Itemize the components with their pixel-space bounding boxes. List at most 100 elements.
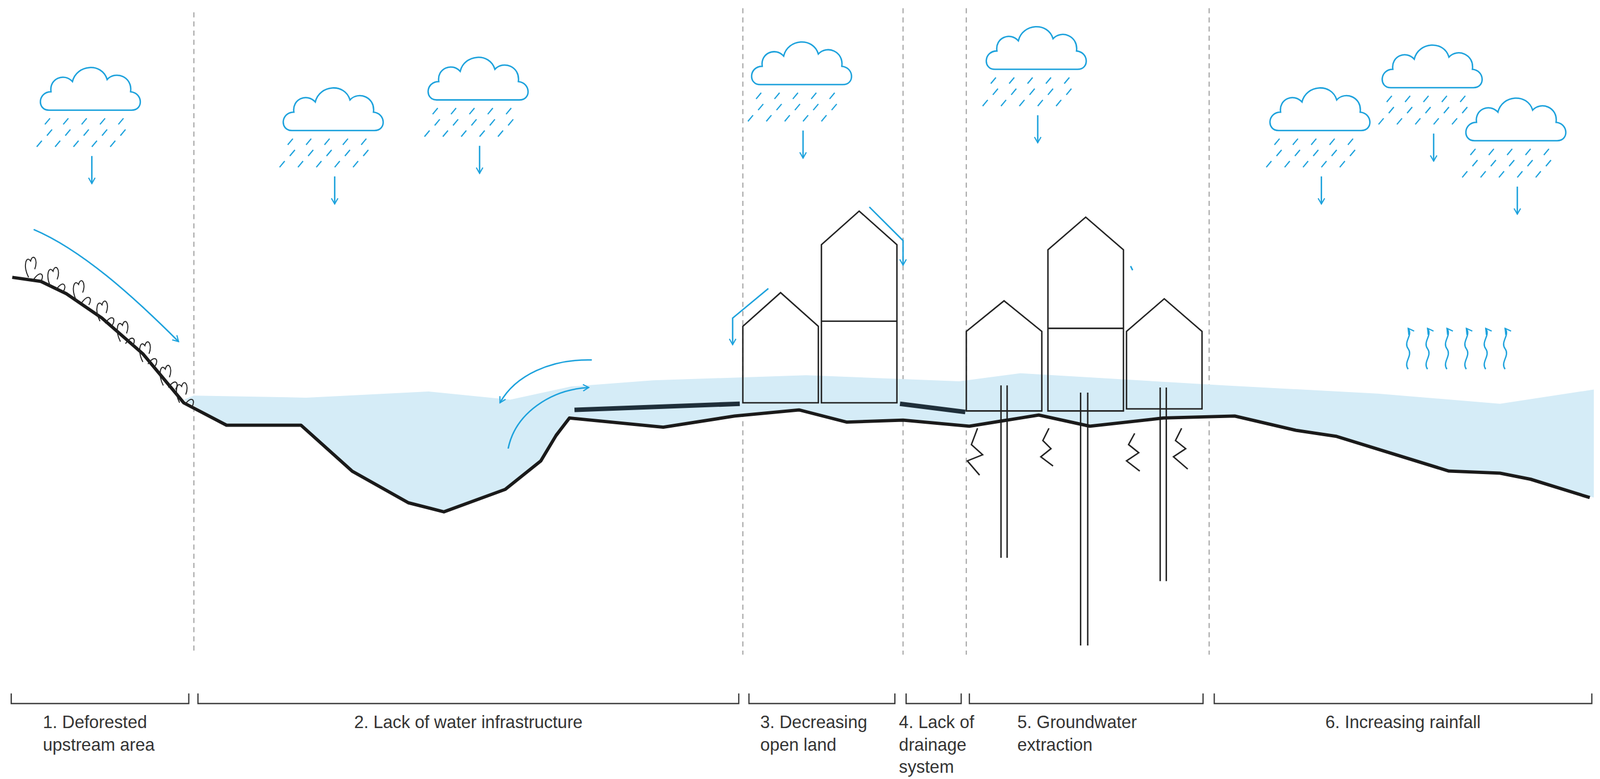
rain-dash [1064,77,1070,84]
rain-arrow [333,176,336,205]
rain-dash [306,138,312,145]
rain-dash [1274,138,1280,145]
rain-dash [101,129,107,136]
rain-dash [1498,171,1504,178]
rain-dash [1056,100,1062,107]
rain-dash [279,161,285,168]
tree-scribble [176,382,194,407]
rain-dash [991,77,997,84]
rain-dash [451,108,457,115]
rain-dash [1302,161,1308,168]
rain-dash [498,130,504,137]
rain-dash [774,92,780,100]
water-flow-arrows [33,207,1133,449]
rain-dash [1423,95,1429,102]
rain-dash [1292,138,1298,145]
rain-dash [100,118,106,125]
rain-dash [1507,148,1513,156]
rain-arrow [91,156,93,184]
evaporation-arrow [1464,328,1468,370]
rain-dash [1470,148,1476,156]
rain-dash [461,130,467,137]
rain-dash [821,115,827,122]
rain-dash [1405,95,1411,102]
rain-dash [831,104,837,111]
rain-cloud [424,57,529,174]
rain-dash [1276,149,1282,157]
rain-dash [1266,161,1272,168]
rain-dash [287,138,293,145]
section-label: 6. Increasing rainfall [1214,711,1592,735]
rain-dash [1460,95,1466,102]
section-label: 1. Deforested upstream area [43,711,178,757]
rain-dash [289,149,295,157]
rain-dash [811,92,817,100]
rain-dash [829,92,835,100]
section-label: 3. Decreasing open land [760,711,888,757]
section-dividers [194,7,1210,655]
paved-surface [574,404,966,413]
rain-dash [1415,118,1421,125]
rain-cloud [982,26,1087,143]
evaporation-arrows [1406,328,1507,370]
rain-dash [434,119,440,126]
rain-cloud [748,41,852,158]
rain-dash [1313,149,1319,157]
rain-dash [65,129,71,136]
rain-dash [297,161,303,168]
rain-dash [1462,106,1468,114]
rain-dash [1425,106,1431,114]
rain-dash [1029,88,1035,96]
rain-dash [1001,100,1007,107]
evaporation-arrow [1445,328,1449,370]
evaporation-arrow [1406,328,1410,370]
tree-scribble [73,280,91,306]
rain-dash [1472,160,1478,167]
rain-dash [756,92,762,100]
rain-dash [1331,149,1337,157]
cloud-outline [40,67,141,110]
rain-dash [120,129,126,136]
rain-dash [1441,95,1447,102]
tree-scribble [160,365,178,390]
rain-dash [1311,138,1317,145]
rain-dash [1066,88,1072,96]
rain-dash [44,118,50,125]
section-brackets [11,693,1593,705]
cloud-outline [1465,97,1567,141]
rain-dash [487,108,493,115]
tree-scribble [25,257,43,282]
rain-dash [803,115,809,122]
section-label: 2. Lack of water infrastructure [198,711,740,735]
rain-dash [1452,118,1458,125]
rain-dash [36,140,42,148]
rain-dash [363,149,369,157]
rain-arrow [802,130,805,159]
rain-dash [1508,160,1514,167]
rain-dash [1462,171,1468,178]
rain-dash [1348,138,1354,145]
ground-cracks [967,428,1188,476]
cloud-outline [986,26,1087,70]
rain-dash [1488,148,1494,156]
rain-dash [110,140,116,148]
rain-dash [1433,118,1439,125]
cloud-outline [427,57,529,100]
rain-dash [471,119,477,126]
rain-dash [766,115,772,122]
rain-dash [758,104,764,111]
tree-scribble [139,341,157,367]
rain-dash [1527,160,1533,167]
rain-dash [63,118,69,125]
rain-dash [1048,88,1054,96]
rain-dash [1545,160,1551,167]
rain-dash [316,161,322,168]
rain-dash [1490,160,1496,167]
rain-dash [1037,100,1044,107]
evaporation-arrow [1426,328,1430,370]
rain-cloud [1462,97,1567,214]
cloud-outline [282,87,384,131]
rain-dash [1349,149,1355,157]
rain-dash [1339,161,1345,168]
